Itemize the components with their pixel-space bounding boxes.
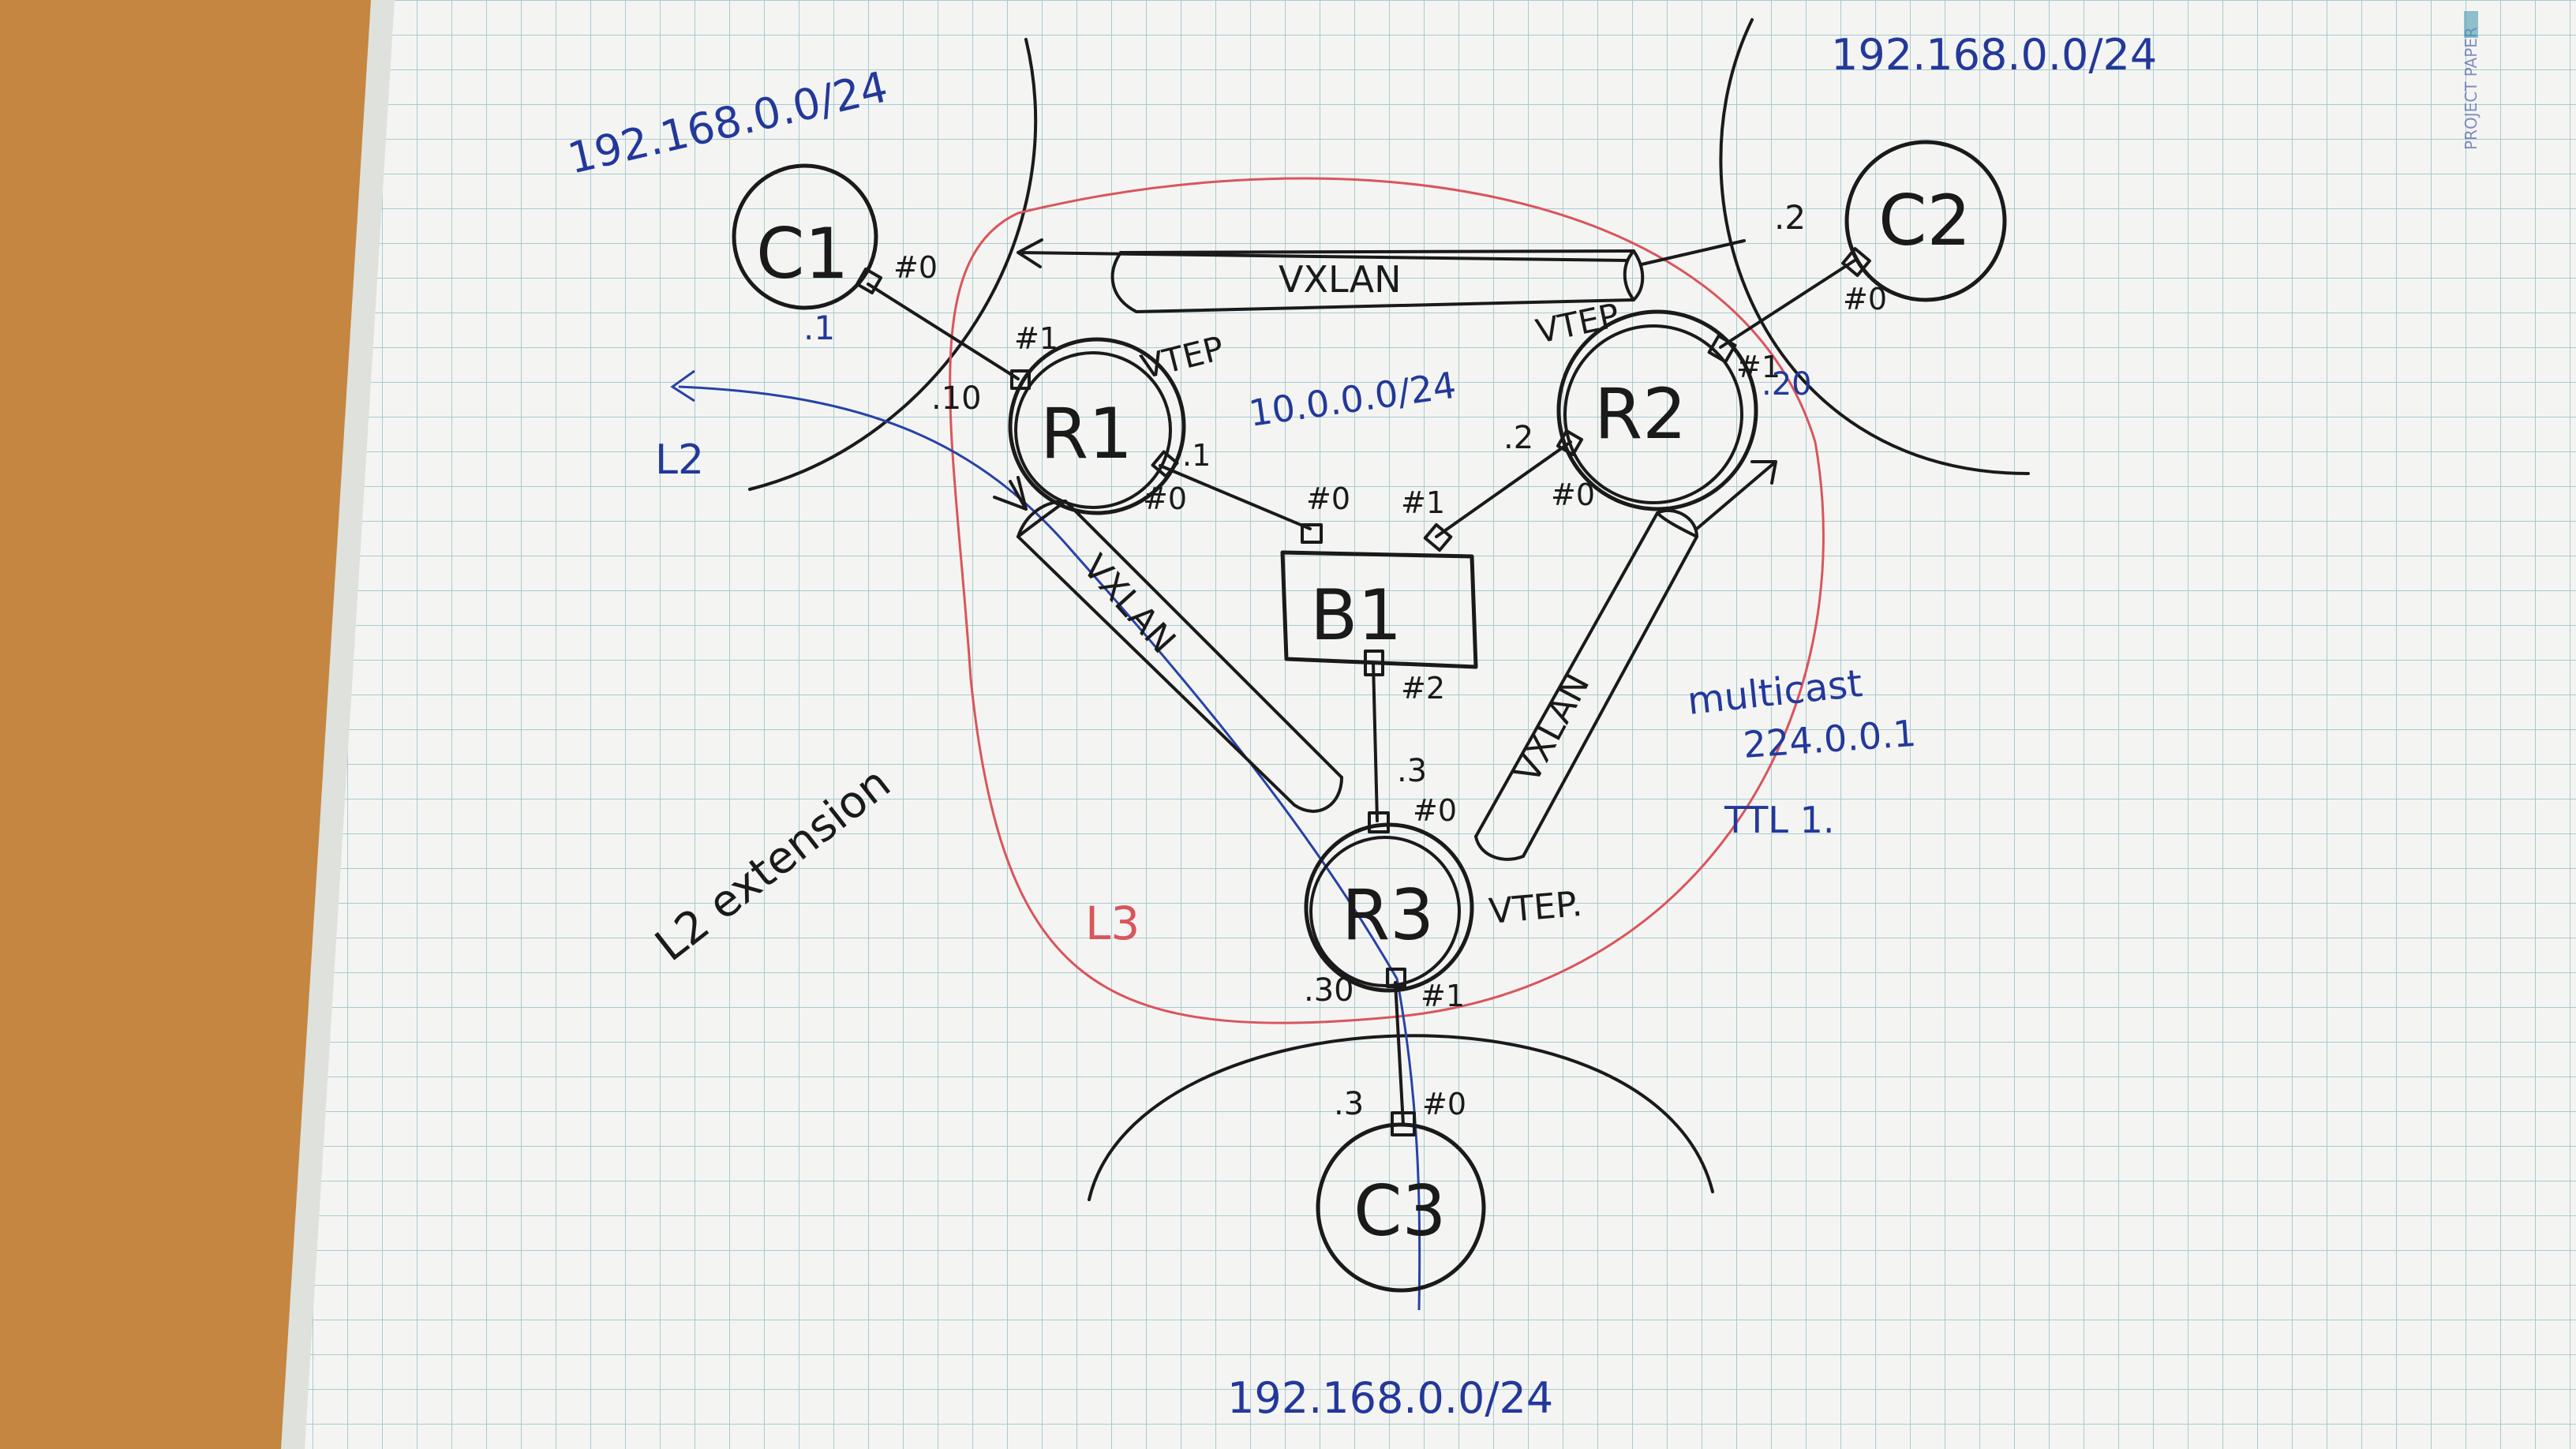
vxlan-tunnel-top <box>1017 238 1746 313</box>
link-b1-r3 <box>1372 661 1379 822</box>
c3-port: #0 <box>1422 1087 1466 1121</box>
port-markers <box>855 247 1871 1136</box>
vxlan-tunnel-right <box>1474 460 1777 861</box>
r2-port-core: #0 <box>1551 477 1595 512</box>
l3-boundary-loop <box>949 177 1825 1024</box>
b1-port-1: #1 <box>1401 485 1445 520</box>
paper-edge-shadow <box>281 0 395 1449</box>
router-r1: R1 <box>1008 337 1186 515</box>
link-c2-r2 <box>1719 259 1856 349</box>
vxlan-right-arrow-icon <box>1695 460 1777 530</box>
port-labels: #0 .1 #1 .10 .1 #0 .2 #0 #1 .20 .2 #0 #0… <box>803 198 1887 1122</box>
r3-port-core: #0 <box>1413 793 1457 828</box>
c3-ip: .3 <box>1334 1086 1364 1122</box>
r1-label: R1 <box>1040 393 1133 474</box>
r2-ip-core: .2 <box>1503 420 1533 456</box>
l2-arrow-icon <box>670 369 695 402</box>
paper-grid <box>294 0 2576 1449</box>
b1-port-0: #0 <box>1306 481 1350 516</box>
router-r3: R3 <box>1304 822 1474 993</box>
r1-ip-core: .1 <box>1182 438 1211 473</box>
r3-label: R3 <box>1342 874 1434 956</box>
client-c2: C2 <box>1844 140 2007 302</box>
b1-port-2: #2 <box>1401 671 1445 706</box>
paper-brand: PROJECT PAPER <box>2462 27 2481 150</box>
b1-label: B1 <box>1310 575 1402 656</box>
link-r1-b1 <box>1159 464 1312 530</box>
multicast-ttl: TTL 1. <box>1724 799 1835 841</box>
router-r2: R2 <box>1556 309 1758 511</box>
paper-brand-logo <box>2464 11 2478 38</box>
r3-port-lan: #1 <box>1421 979 1465 1013</box>
c2-ip: .2 <box>1774 198 1806 237</box>
r1-port-core: #0 <box>1143 481 1187 516</box>
bridge-b1: B1 <box>1280 550 1478 669</box>
r2-ip-lan: .20 <box>1762 366 1812 402</box>
vxlan-tunnel-left <box>993 476 1343 813</box>
c1-ip: .1 <box>803 309 835 347</box>
c1-label: C1 <box>756 213 848 294</box>
link-r2-b1 <box>1435 440 1572 538</box>
link-r3-c3 <box>1394 981 1405 1126</box>
r3-ip-core: .3 <box>1397 753 1427 789</box>
c1-port: #0 <box>893 250 938 285</box>
c2-segment-boundary <box>1719 18 2030 475</box>
vxlan-top-arrow-icon <box>1017 238 1627 268</box>
c2-label: C2 <box>1878 180 1971 261</box>
r2-port-lan: #1 <box>1736 350 1780 384</box>
c2-port: #0 <box>1843 282 1887 316</box>
l2-label: L2 <box>655 436 704 484</box>
r2-label: R2 <box>1594 373 1687 455</box>
client-c3: C3 <box>1316 1122 1486 1293</box>
r1-ip-lan: .10 <box>931 380 982 417</box>
r3-ip-lan: .30 <box>1304 972 1354 1009</box>
link-c1-r1 <box>867 283 1020 380</box>
subnet-c2: 192.168.0.0/24 <box>1831 30 2157 80</box>
c1-segment-boundary <box>748 38 1038 491</box>
c3-label: C3 <box>1354 1170 1446 1252</box>
vxlan-top-label: VXLAN <box>1279 258 1402 301</box>
subnet-c3: 192.168.0.0/24 <box>1227 1373 1553 1423</box>
l3-label: L3 <box>1085 897 1140 950</box>
client-c1: C1 <box>732 163 878 310</box>
vtep-r3: VTEP. <box>1488 884 1584 932</box>
vxlan-left-arrow-icon <box>993 476 1028 511</box>
r1-port-lan: #1 <box>1014 321 1058 356</box>
